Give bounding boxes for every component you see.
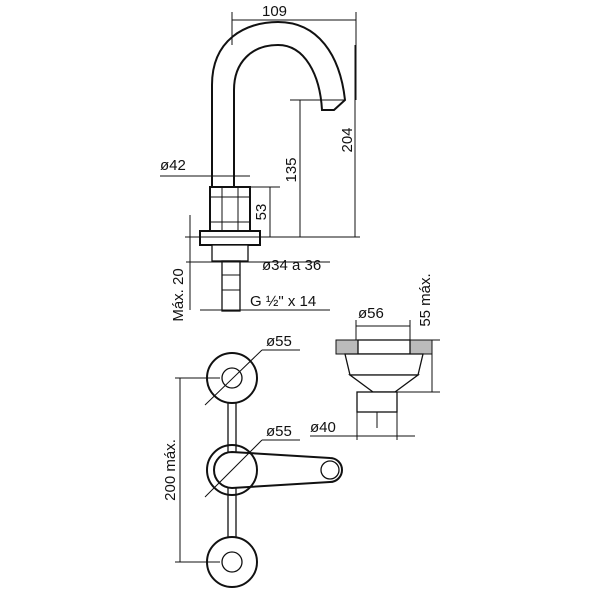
dim-spout-reach: 109 [262,3,287,20]
threaded-shank [221,260,241,312]
dimension-lines [160,12,357,311]
dim-hole-diameter: ø34 a 36 [262,257,321,274]
dim-handle-diameter-top: ø55 [266,333,292,350]
faucet-side-view [185,20,360,312]
dim-total-height: 204 [339,127,356,152]
dim-handle-diameter-center: ø55 [266,423,292,440]
body [209,186,251,232]
plan-view [175,349,343,588]
drain-view [310,320,440,440]
dim-drain-outlet: ø40 [310,419,336,436]
dim-drain-diameter: ø56 [358,305,384,322]
spout [211,20,347,188]
dim-thread: G ½" x 14 [250,293,316,310]
dim-max-spacing: 200 máx. [162,439,179,501]
dim-spout-height: 135 [283,157,300,182]
dim-drain-height: 55 máx. [417,273,434,326]
flange [199,230,261,246]
dim-max-thickness: Máx. 20 [170,268,187,321]
dim-body-diameter: ø42 [160,157,186,174]
dim-body-height: 53 [253,204,270,221]
spout-lever [213,450,343,490]
shank-nut [211,244,249,262]
